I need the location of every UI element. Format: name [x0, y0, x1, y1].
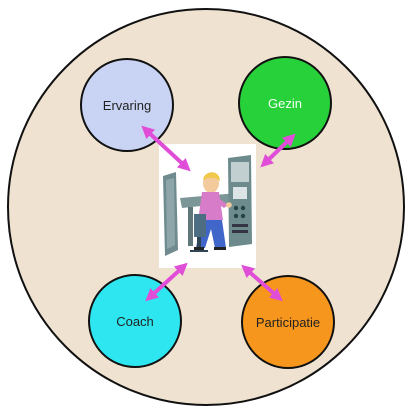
participatie-label: Participatie: [256, 315, 320, 330]
node-ervaring: Ervaring: [80, 58, 174, 152]
node-gezin: Gezin: [238, 56, 332, 150]
coach-label: Coach: [116, 314, 154, 329]
node-participatie: Participatie: [241, 275, 335, 369]
chair-shape: [194, 214, 206, 237]
connector-arrows: [141, 125, 296, 302]
arrow-coach-center: [145, 262, 188, 302]
node-coach: Coach: [88, 274, 182, 368]
arrow-participatie-center: [241, 264, 283, 302]
ervaring-label: Ervaring: [103, 98, 151, 113]
arrow-gezin-center: [260, 133, 296, 168]
gezin-label: Gezin: [268, 96, 302, 111]
arrow-ervaring-center: [141, 125, 191, 172]
center-illustration: [159, 144, 256, 268]
